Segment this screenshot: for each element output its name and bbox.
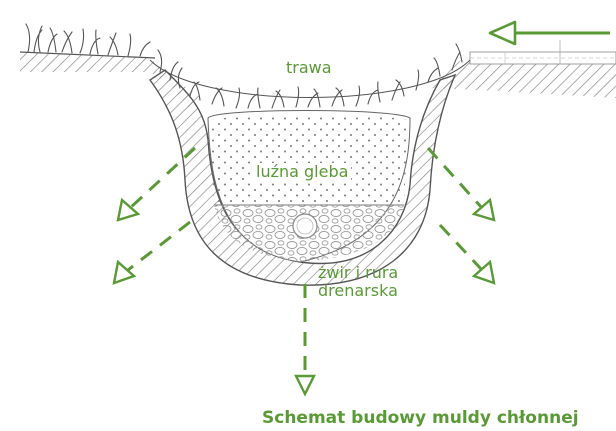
loose-soil-layer <box>210 116 408 206</box>
inflow-arrow <box>490 22 610 44</box>
diagram-caption: Schemat budowy muldy chłonnej <box>262 408 579 428</box>
gravel-pipe-label-line1: żwir i rura <box>318 264 398 282</box>
drainage-pipe <box>293 214 317 238</box>
loose-soil-label: luźna gleba <box>253 163 351 181</box>
gravel-pipe-label-line2: drenarska <box>318 282 398 300</box>
grass-label: trawa <box>286 59 332 77</box>
gravel-pipe-label: żwir i rura drenarska <box>318 264 398 300</box>
